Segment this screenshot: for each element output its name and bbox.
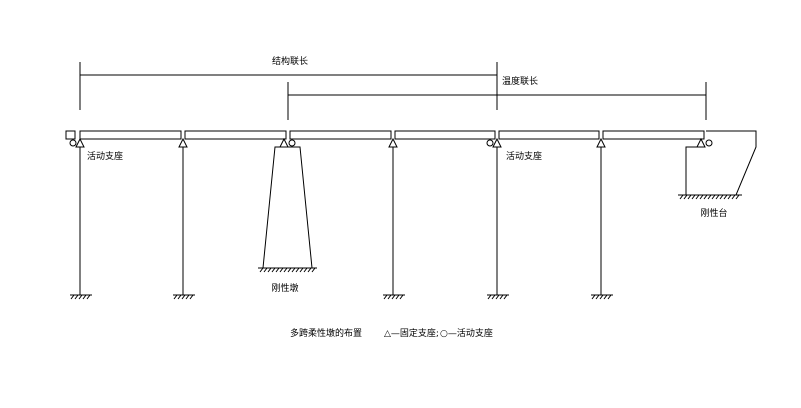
legend-fixed-support: △—固定支座; xyxy=(384,327,439,339)
movable-support-roller xyxy=(288,139,296,147)
structure-length-dimension xyxy=(79,62,498,110)
ground-hatch xyxy=(591,294,613,300)
temperature-length-label: 温度联长 xyxy=(502,75,538,87)
temperature-length-dimension xyxy=(287,82,707,120)
movable-support-roller xyxy=(705,139,713,147)
movable-support-roller xyxy=(69,139,77,147)
ground-hatch xyxy=(383,294,405,300)
rigid-abutment xyxy=(678,130,757,200)
deck-beam xyxy=(394,130,496,140)
left-abutment-stub xyxy=(65,130,76,140)
deck-beam xyxy=(79,130,182,140)
deck-beam xyxy=(602,130,705,140)
movable-support-triangle xyxy=(492,137,502,148)
fixed-support-triangle xyxy=(178,137,188,148)
structure-length-label: 结构联长 xyxy=(272,55,308,67)
movable-support-triangle xyxy=(75,137,85,148)
deck-beam xyxy=(289,130,392,140)
deck-beam xyxy=(498,130,600,140)
supports xyxy=(69,137,713,148)
movable-support-label-mid: 活动支座 xyxy=(506,150,542,162)
rigid-pier xyxy=(258,146,317,273)
legend-movable-support: ○—活动支座 xyxy=(440,327,493,339)
ground-hatch xyxy=(487,294,509,300)
fixed-support-triangle xyxy=(696,137,706,148)
rigid-pier-label: 刚性墩 xyxy=(271,282,298,294)
fixed-support-triangle xyxy=(279,137,289,148)
diagram-caption: 多跨柔性墩的布置 xyxy=(290,327,362,339)
fixed-support-triangle xyxy=(388,137,398,148)
flexible-piers xyxy=(79,147,602,295)
movable-support-roller xyxy=(486,139,494,147)
fixed-support-triangle xyxy=(596,137,606,148)
pier-footings xyxy=(70,294,613,300)
ground-hatch xyxy=(173,294,195,300)
deck-beams xyxy=(79,130,705,140)
rigid-abutment-label: 刚性台 xyxy=(700,207,727,219)
movable-support-label-left: 活动支座 xyxy=(87,150,123,162)
deck-beam xyxy=(184,130,287,140)
ground-hatch xyxy=(70,294,92,300)
